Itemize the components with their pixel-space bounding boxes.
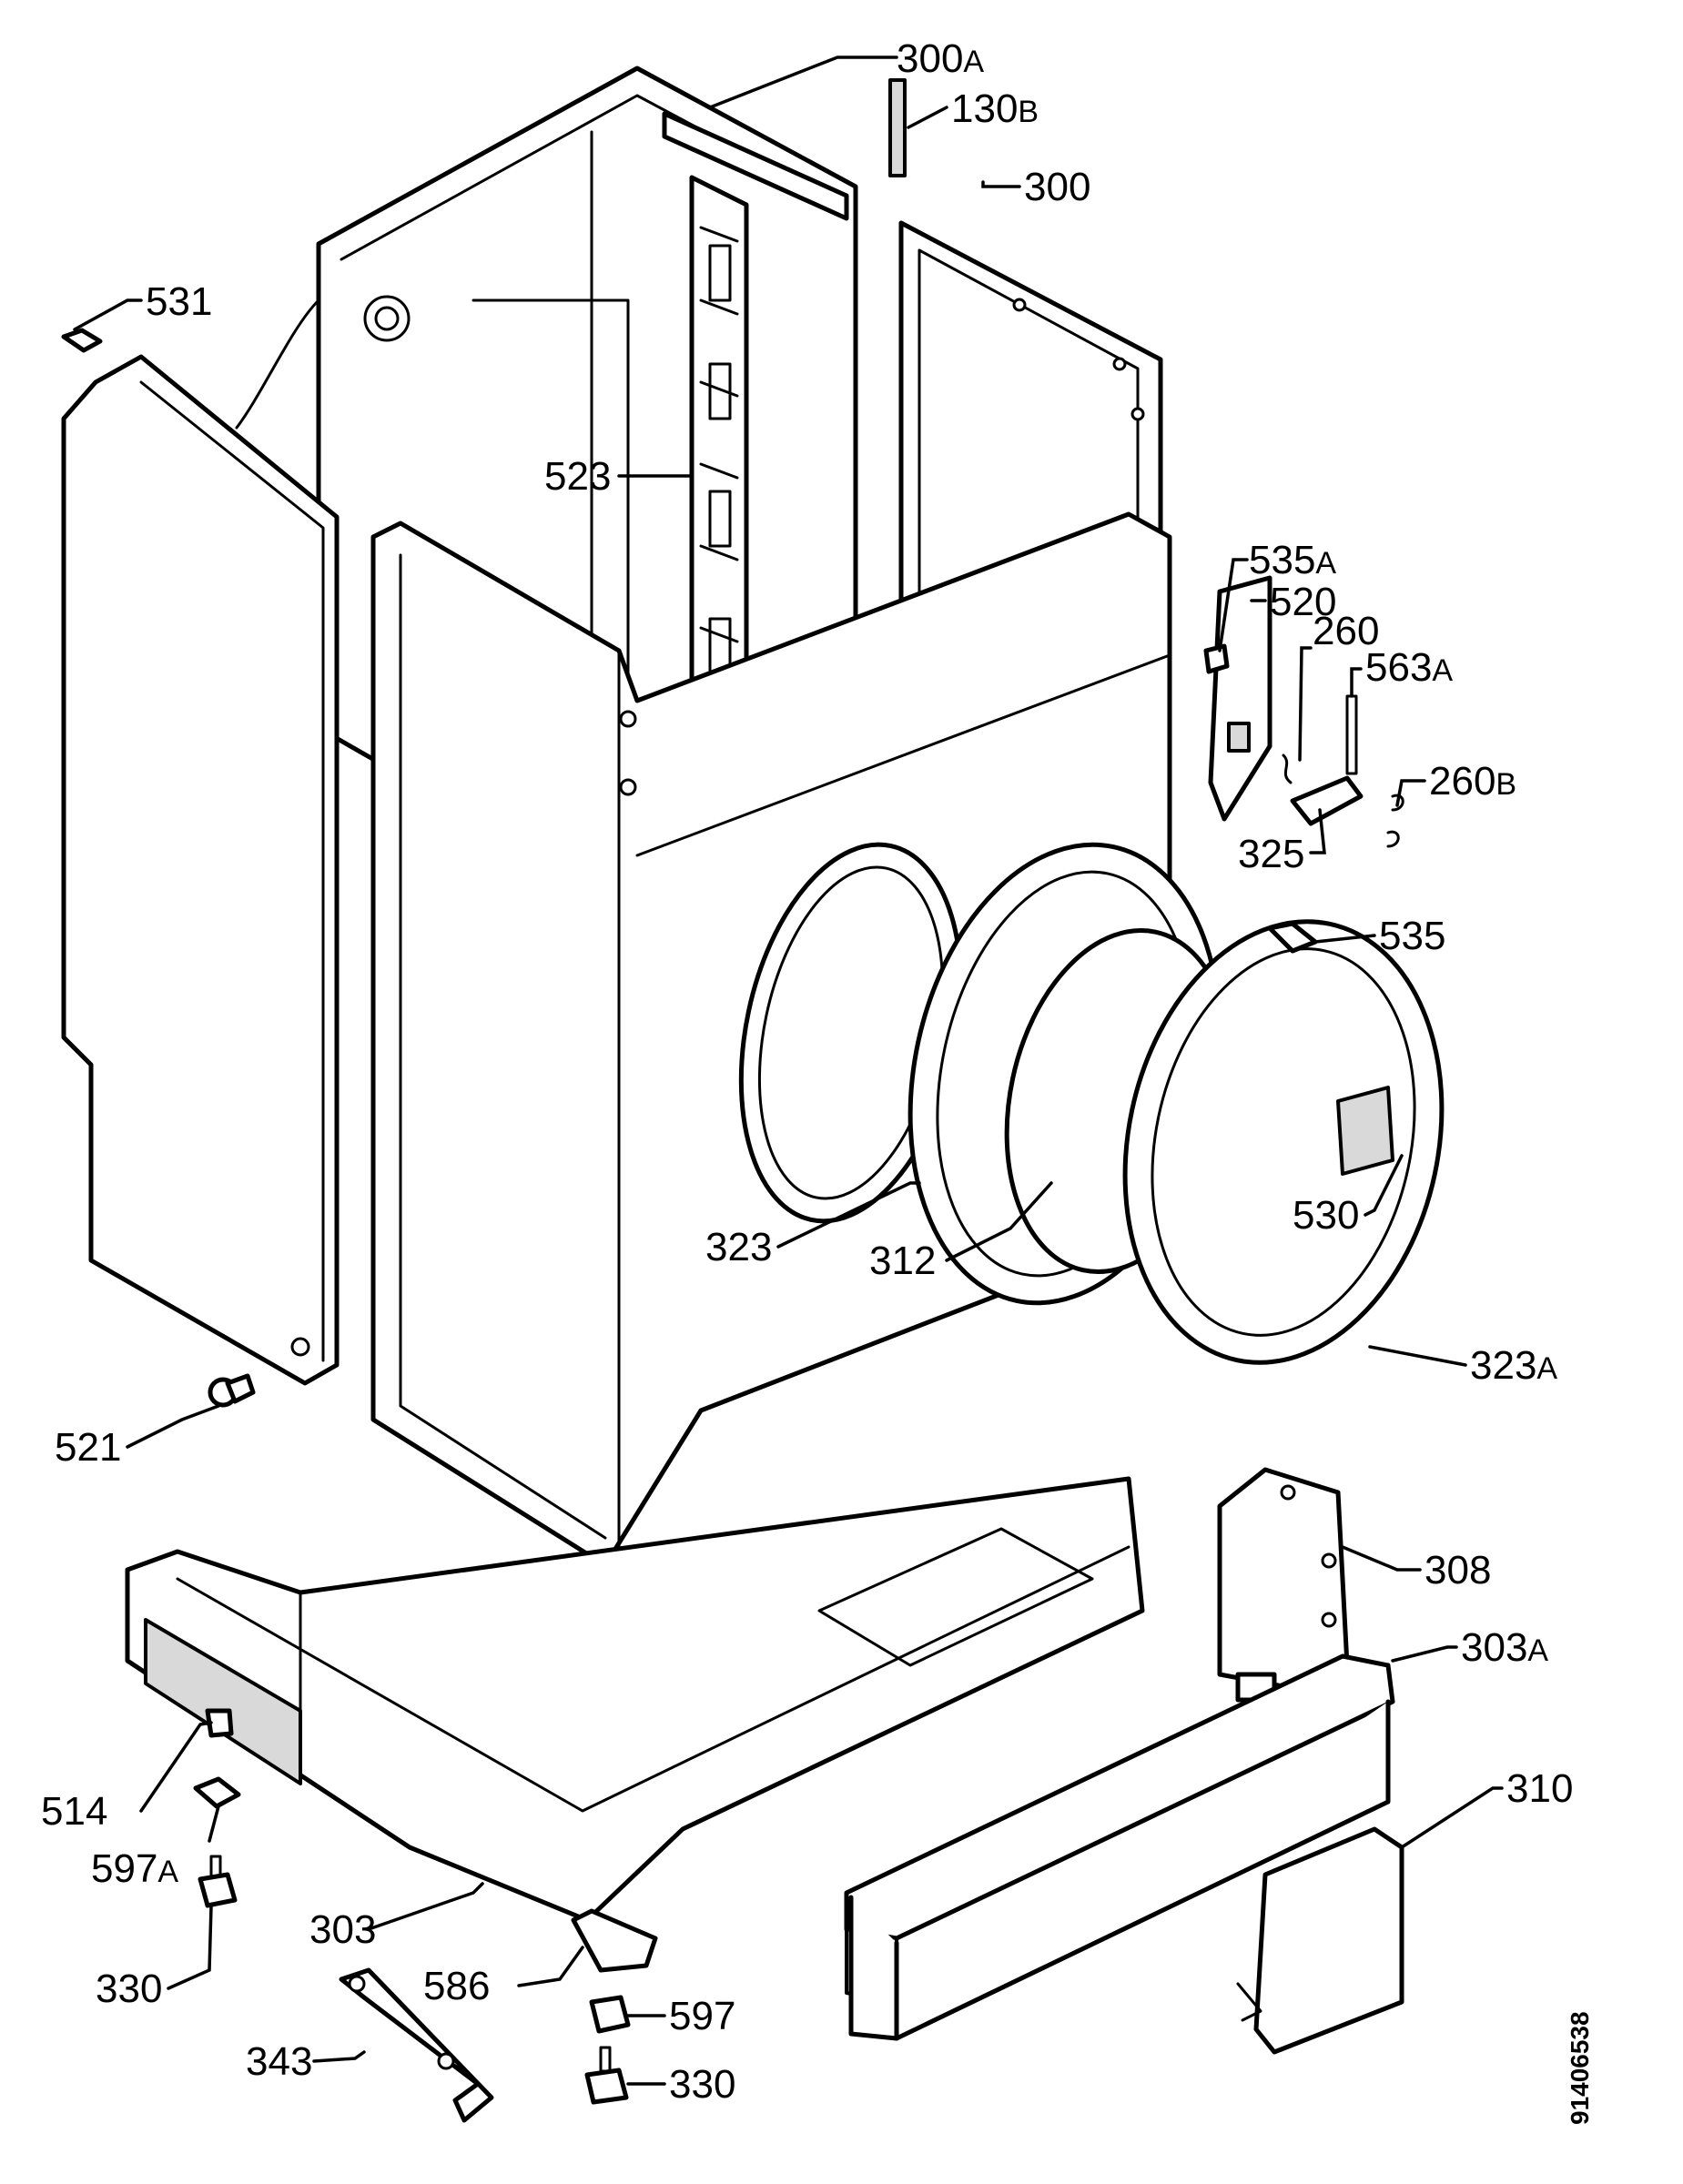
callout-520: 520 [1270, 580, 1336, 624]
strip-130b [888, 78, 907, 177]
callout-586: 586 [423, 1964, 490, 2008]
callout-563a: 563A [1365, 645, 1453, 690]
callout-523: 523 [544, 454, 611, 499]
base-frame-303 [125, 1476, 1145, 1973]
callout-260b: 260B [1429, 759, 1516, 804]
callout-312: 312 [869, 1239, 936, 1283]
callout-325: 325 [1238, 832, 1304, 876]
side-panel-left [61, 354, 340, 1386]
rail-523 [689, 175, 749, 731]
callout-535: 535 [1379, 914, 1445, 958]
callout-300a: 300A [897, 36, 984, 81]
foot-330-left [198, 1855, 238, 1908]
callout-300: 300 [1024, 165, 1090, 209]
callout-130b: 130B [951, 86, 1039, 131]
flap-310 [1236, 1826, 1404, 2055]
callout-343: 343 [246, 2039, 312, 2084]
door-323a [1122, 919, 1445, 1365]
callout-260: 260 [1313, 609, 1379, 653]
callout-310: 310 [1506, 1766, 1573, 1811]
front-cabinet-body [370, 511, 1172, 1568]
callout-303: 303 [309, 1907, 376, 1952]
callout-514: 514 [41, 1789, 107, 1834]
plinth-303a [844, 1653, 1395, 2041]
screw-521 [208, 1373, 256, 1408]
callout-530: 530 [1293, 1193, 1359, 1238]
door-lock-assembly [1203, 575, 1404, 954]
callout-597a: 597A [91, 1846, 178, 1891]
nut-597a [193, 1776, 241, 1809]
nut-597 [589, 1995, 631, 2034]
screw-531 [61, 328, 103, 353]
callout-521: 521 [55, 1425, 121, 1470]
callout-535a: 535A [1249, 538, 1336, 582]
leader-lines [73, 56, 1504, 2086]
document-number: 91406538 [1566, 2011, 1594, 2125]
foot-330-right [584, 2046, 629, 2105]
foot-514 [205, 1708, 234, 1738]
spanner-343 [339, 1967, 494, 2123]
callout-308: 308 [1424, 1548, 1491, 1592]
callout-330-right: 330 [669, 2062, 735, 2107]
callout-330-left: 330 [96, 1967, 162, 2011]
callout-323: 323 [705, 1225, 772, 1269]
callout-323a: 323A [1470, 1343, 1557, 1388]
callout-labels: 300A 130B 300 531 523 535A 520 260 563A … [41, 36, 1573, 2107]
callout-597: 597 [669, 1994, 735, 2038]
callout-303a: 303A [1461, 1625, 1548, 1670]
callout-531: 531 [146, 279, 212, 324]
